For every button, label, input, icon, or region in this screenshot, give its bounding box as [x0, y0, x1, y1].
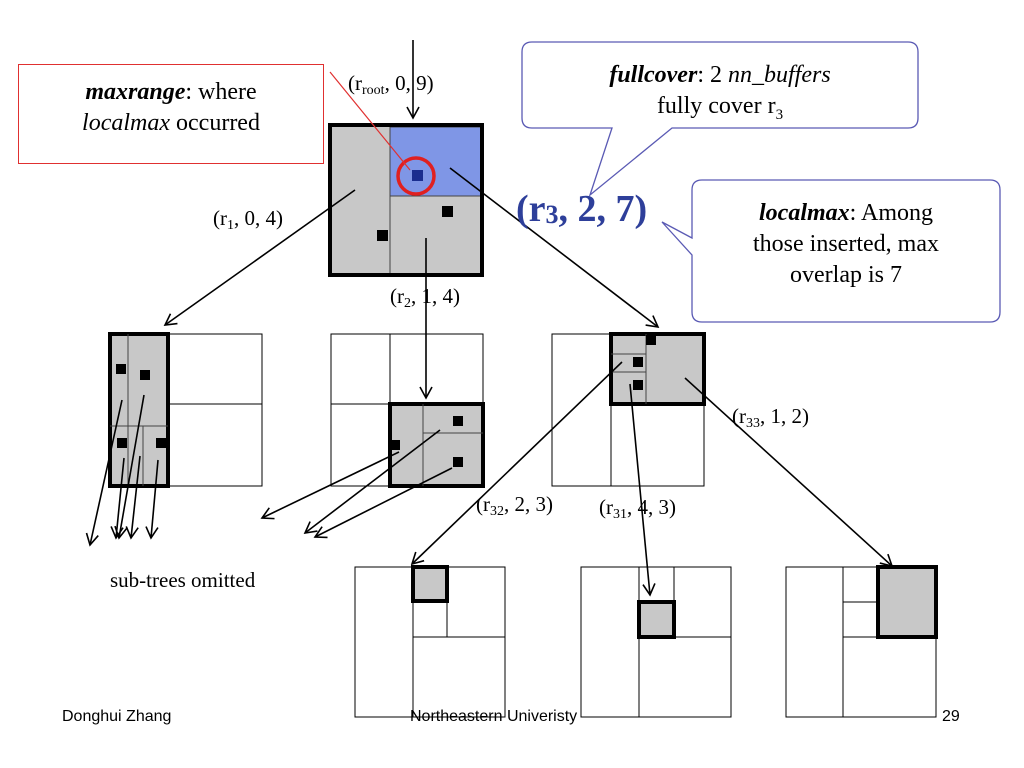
r32-node: [354, 565, 506, 718]
r2-node: [330, 333, 485, 488]
root-label: (rroot, 0, 9): [348, 71, 434, 98]
r31-node: [580, 566, 732, 718]
r3-node: [551, 332, 706, 487]
r31-label: (r31, 4, 3): [599, 495, 676, 522]
tree-arrows: [85, 40, 894, 597]
r33-label: (r33, 1, 2): [732, 404, 809, 431]
r1-label: (r1, 0, 4): [213, 206, 283, 233]
footer-author: Donghui Zhang: [62, 708, 172, 725]
subtrees-omitted-label: sub-trees omitted: [110, 568, 256, 592]
footer-institution: Northeastern Univeristy: [410, 708, 578, 725]
fullcover-callout: [521, 41, 919, 197]
r3-label: (r3, 2, 7): [516, 188, 648, 230]
r32-label: (r32, 2, 3): [476, 492, 553, 519]
r2-label: (r2, 1, 4): [390, 284, 460, 311]
maxrange-note: maxrange: where localmax occurred: [18, 64, 324, 164]
root-node: [328, 123, 484, 277]
localmax-callout: [661, 179, 1001, 323]
localmax-text: localmax: Among those inserted, max over…: [753, 200, 939, 289]
r33-node: [785, 565, 938, 718]
localmax-circle: [396, 156, 436, 196]
page-number: 29: [942, 708, 960, 725]
fullcover-text: fullcover: 2 nn_buffers fully cover r3: [609, 62, 831, 123]
